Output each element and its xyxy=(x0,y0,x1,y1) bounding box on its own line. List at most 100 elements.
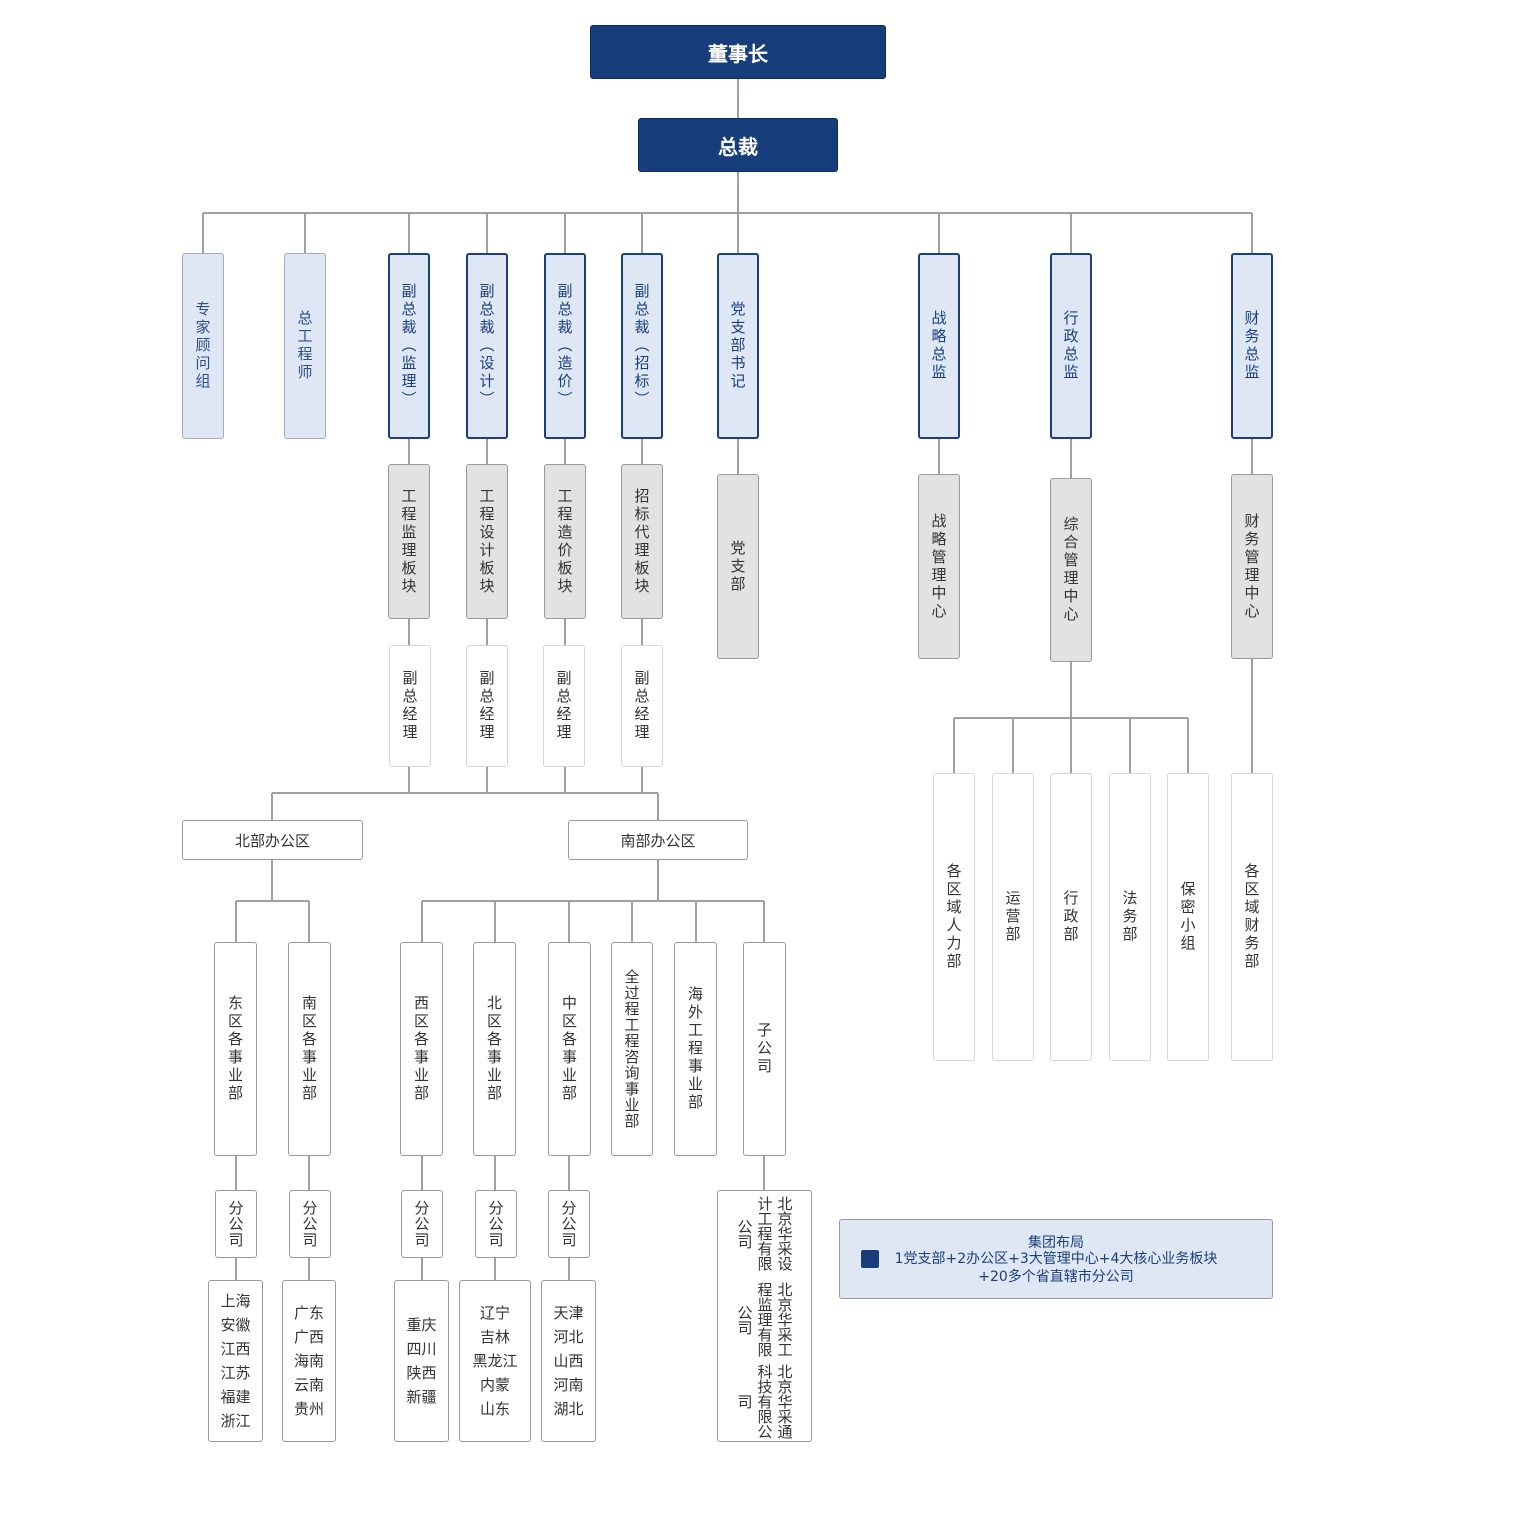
south-office-box: 南部办公区 xyxy=(568,820,748,860)
bidding-block-box: 招标代理板块 xyxy=(621,464,663,619)
security-label: 保密小组 xyxy=(1178,881,1197,953)
strategy-center-box: 战略管理中心 xyxy=(918,474,960,659)
deputy-gm-design-box: 副总经理 xyxy=(466,645,508,767)
strategy-center-label: 战略管理中心 xyxy=(929,512,948,621)
south-branch-box: 分公司 xyxy=(289,1190,331,1258)
south-provinces-box: 广东 广西 海南 云南 贵州 xyxy=(282,1280,336,1442)
full-process-division-label: 全过程工程咨询事业部 xyxy=(622,969,641,1129)
admin-dept-box: 行政部 xyxy=(1050,773,1092,1061)
subsidiaries-box: 子公司 xyxy=(743,942,786,1156)
chairman-box: 董事长 xyxy=(590,25,886,79)
deputy-gm-label: 副总经理 xyxy=(477,670,496,742)
province-item: 山西 xyxy=(553,1352,584,1370)
subsidiaries-label: 子公司 xyxy=(755,1022,773,1076)
province-item: 黑龙江 xyxy=(472,1352,518,1370)
deputy-gm-label: 副总经理 xyxy=(554,670,573,742)
west-division-box: 西区各事业部 xyxy=(400,942,443,1156)
vp-supervision-label: 副总裁（监理） xyxy=(399,283,418,409)
supervision-block-label: 工程监理板块 xyxy=(399,487,418,596)
cost-block-box: 工程造价板块 xyxy=(544,464,586,619)
province-item: 吉林 xyxy=(479,1328,510,1346)
bidding-block-label: 招标代理板块 xyxy=(632,487,651,596)
province-item: 海南 xyxy=(293,1352,324,1370)
deputy-gm-label: 副总经理 xyxy=(632,670,651,742)
finance-center-label: 财务管理中心 xyxy=(1242,512,1261,621)
east-division-label: 东区各事业部 xyxy=(226,995,244,1103)
east-provinces-box: 上海 安徽 江西 江苏 福建 浙江 xyxy=(208,1280,263,1442)
admin-center-box: 综合管理中心 xyxy=(1050,478,1092,662)
finance-center-box: 财务管理中心 xyxy=(1231,474,1273,659)
south-office-label: 南部办公区 xyxy=(620,831,696,850)
legend-title: 集团布局 xyxy=(1028,1235,1084,1251)
cost-block-label: 工程造价板块 xyxy=(555,487,574,596)
central-division-box: 中区各事业部 xyxy=(548,942,591,1156)
legal-box: 法务部 xyxy=(1109,773,1151,1061)
supervision-block-box: 工程监理板块 xyxy=(388,464,430,619)
deputy-gm-supervision-box: 副总经理 xyxy=(389,645,431,767)
regional-finance-label: 各区域财务部 xyxy=(1242,863,1261,971)
province-item: 天津 xyxy=(553,1304,584,1322)
province-item: 安徽 xyxy=(220,1316,251,1334)
province-item: 四川 xyxy=(406,1340,437,1358)
south-division-box: 南区各事业部 xyxy=(288,942,331,1156)
chief-engineer-label: 总工程师 xyxy=(295,310,314,382)
vp-design-label: 副总裁（设计） xyxy=(477,283,496,409)
province-item: 江西 xyxy=(220,1340,251,1358)
west-provinces-box: 重庆 四川 陕西 新疆 xyxy=(394,1280,449,1442)
north-office-box: 北部办公区 xyxy=(182,820,363,860)
company-name: 北京华采通科技有限公司 xyxy=(735,1364,794,1440)
central-provinces-box: 天津 河北 山西 河南 湖北 xyxy=(541,1280,596,1442)
province-item: 福建 xyxy=(220,1388,251,1406)
admin-director-label: 行政总监 xyxy=(1061,310,1080,382)
vp-cost-label: 副总裁（造价） xyxy=(555,283,574,409)
deputy-gm-bidding-box: 副总经理 xyxy=(621,645,663,767)
party-secretary-label: 党支部书记 xyxy=(728,301,747,391)
province-item: 山东 xyxy=(479,1400,510,1418)
regional-hr-box: 各区域人力部 xyxy=(933,773,975,1061)
design-block-label: 工程设计板块 xyxy=(477,487,496,596)
province-item: 陕西 xyxy=(406,1364,437,1382)
strategy-director-box: 战略总监 xyxy=(918,253,960,439)
province-item: 广西 xyxy=(293,1328,324,1346)
legend-line-2: +20多个省直辖市分公司 xyxy=(978,1269,1134,1285)
vp-bidding-box: 副总裁（招标） xyxy=(621,253,663,439)
party-secretary-box: 党支部书记 xyxy=(717,253,759,439)
province-item: 重庆 xyxy=(406,1316,437,1334)
admin-dept-label: 行政部 xyxy=(1061,890,1080,944)
legend-text: 1党支部+2办公区+3大管理中心+4大核心业务板块 +20多个省直辖市分公司 xyxy=(884,1250,1228,1286)
security-box: 保密小组 xyxy=(1167,773,1209,1061)
overseas-division-label: 海外工程事业部 xyxy=(686,986,704,1112)
president-box: 总裁 xyxy=(638,118,838,172)
legend: 集团布局 1党支部+2办公区+3大管理中心+4大核心业务板块 +20多个省直辖市… xyxy=(839,1219,1273,1299)
province-item: 贵州 xyxy=(293,1400,324,1418)
east-branch-box: 分公司 xyxy=(215,1190,257,1258)
finance-director-box: 财务总监 xyxy=(1231,253,1273,439)
province-item: 云南 xyxy=(293,1376,324,1394)
province-item: 河南 xyxy=(553,1376,584,1394)
overseas-division-box: 海外工程事业部 xyxy=(674,942,717,1156)
central-division-label: 中区各事业部 xyxy=(560,995,578,1103)
admin-director-box: 行政总监 xyxy=(1050,253,1092,439)
admin-center-label: 综合管理中心 xyxy=(1061,516,1080,624)
province-item: 江苏 xyxy=(220,1364,251,1382)
regional-hr-label: 各区域人力部 xyxy=(944,863,963,971)
branch-label: 分公司 xyxy=(226,1200,245,1248)
legal-label: 法务部 xyxy=(1120,890,1139,944)
province-item: 辽宁 xyxy=(479,1304,510,1322)
province-item: 新疆 xyxy=(406,1388,437,1406)
deputy-gm-cost-box: 副总经理 xyxy=(543,645,585,767)
operations-label: 运营部 xyxy=(1003,890,1022,944)
central-branch-box: 分公司 xyxy=(548,1190,590,1258)
operations-box: 运营部 xyxy=(992,773,1034,1061)
company-name: 北京华采设计工程有限公司 xyxy=(735,1196,794,1272)
finance-director-label: 财务总监 xyxy=(1242,310,1261,382)
legend-swatch xyxy=(861,1250,879,1268)
design-block-box: 工程设计板块 xyxy=(466,464,508,619)
expert-group-box: 专家顾问组 xyxy=(182,253,224,439)
province-item: 内蒙 xyxy=(479,1376,510,1394)
north-division-label: 北区各事业部 xyxy=(485,995,503,1103)
party-branch-label: 党支部 xyxy=(728,539,747,594)
deputy-gm-label: 副总经理 xyxy=(400,670,419,742)
province-item: 浙江 xyxy=(220,1412,251,1430)
regional-finance-box: 各区域财务部 xyxy=(1231,773,1273,1061)
